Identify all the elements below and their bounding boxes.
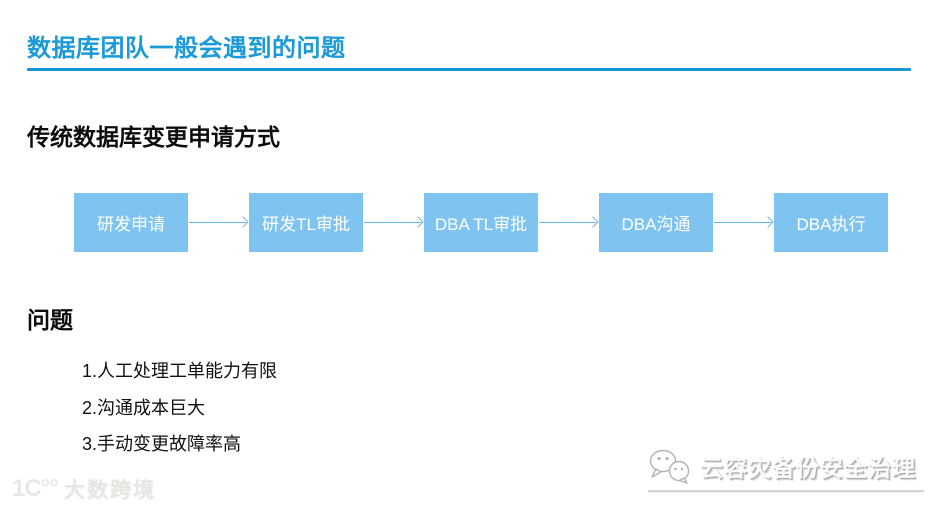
- title-underline-rule: [27, 68, 911, 71]
- problem-item: 2.沟通成本巨大: [82, 398, 206, 418]
- arrow-line: [714, 221, 771, 223]
- process-flowchart: 研发申请 研发TL审批 DBA TL审批 DBA沟通 DBA执行: [74, 193, 888, 252]
- flow-step-dba-communicate: DBA沟通: [599, 193, 713, 252]
- wechat-icon: [649, 449, 690, 484]
- flow-arrow-icon: [364, 216, 424, 228]
- brand-logo-icon: 1C°°: [12, 475, 59, 502]
- arrow-head: [587, 216, 599, 228]
- section-subtitle: 传统数据库变更申请方式: [27, 124, 280, 150]
- arrow-line: [539, 221, 596, 223]
- problems-heading: 问题: [27, 307, 73, 333]
- flow-step-label: DBA沟通: [621, 215, 691, 234]
- flow-step-label: DBA执行: [796, 215, 866, 234]
- flow-step-label: 研发TL审批: [262, 215, 350, 234]
- watermark-label: 云容灾备份安全治理: [700, 455, 916, 481]
- arrow-head: [237, 216, 249, 228]
- arrow-head: [762, 216, 774, 228]
- brand-logo-label: 大数跨境: [63, 479, 156, 502]
- flow-step-label: DBA TL审批: [434, 215, 528, 234]
- flow-arrow-icon: [189, 216, 249, 228]
- arrow-line: [189, 221, 246, 223]
- flow-step-dev-tl-approve: 研发TL审批: [249, 193, 363, 252]
- watermark-underline: [648, 490, 924, 492]
- brand-logo: 1C°° 大数跨境: [12, 474, 156, 504]
- flow-arrow-icon: [539, 216, 599, 228]
- page-title: 数据库团队一般会遇到的问题: [27, 35, 346, 62]
- flow-arrow-icon: [714, 216, 774, 228]
- watermark-row: 云容灾备份安全治理: [648, 448, 930, 484]
- flow-step-label: 研发申请: [97, 215, 165, 234]
- problem-item: 3.手动变更故障率高: [82, 434, 242, 454]
- flow-step-dba-execute: DBA执行: [774, 193, 888, 252]
- flow-step-dba-tl-approve: DBA TL审批: [424, 193, 538, 252]
- watermark: 云容灾备份安全治理: [648, 448, 930, 492]
- problem-item: 1.人工处理工单能力有限: [82, 361, 278, 381]
- arrow-line: [364, 221, 421, 223]
- flow-step-dev-request: 研发申请: [74, 193, 188, 252]
- arrow-head: [412, 216, 424, 228]
